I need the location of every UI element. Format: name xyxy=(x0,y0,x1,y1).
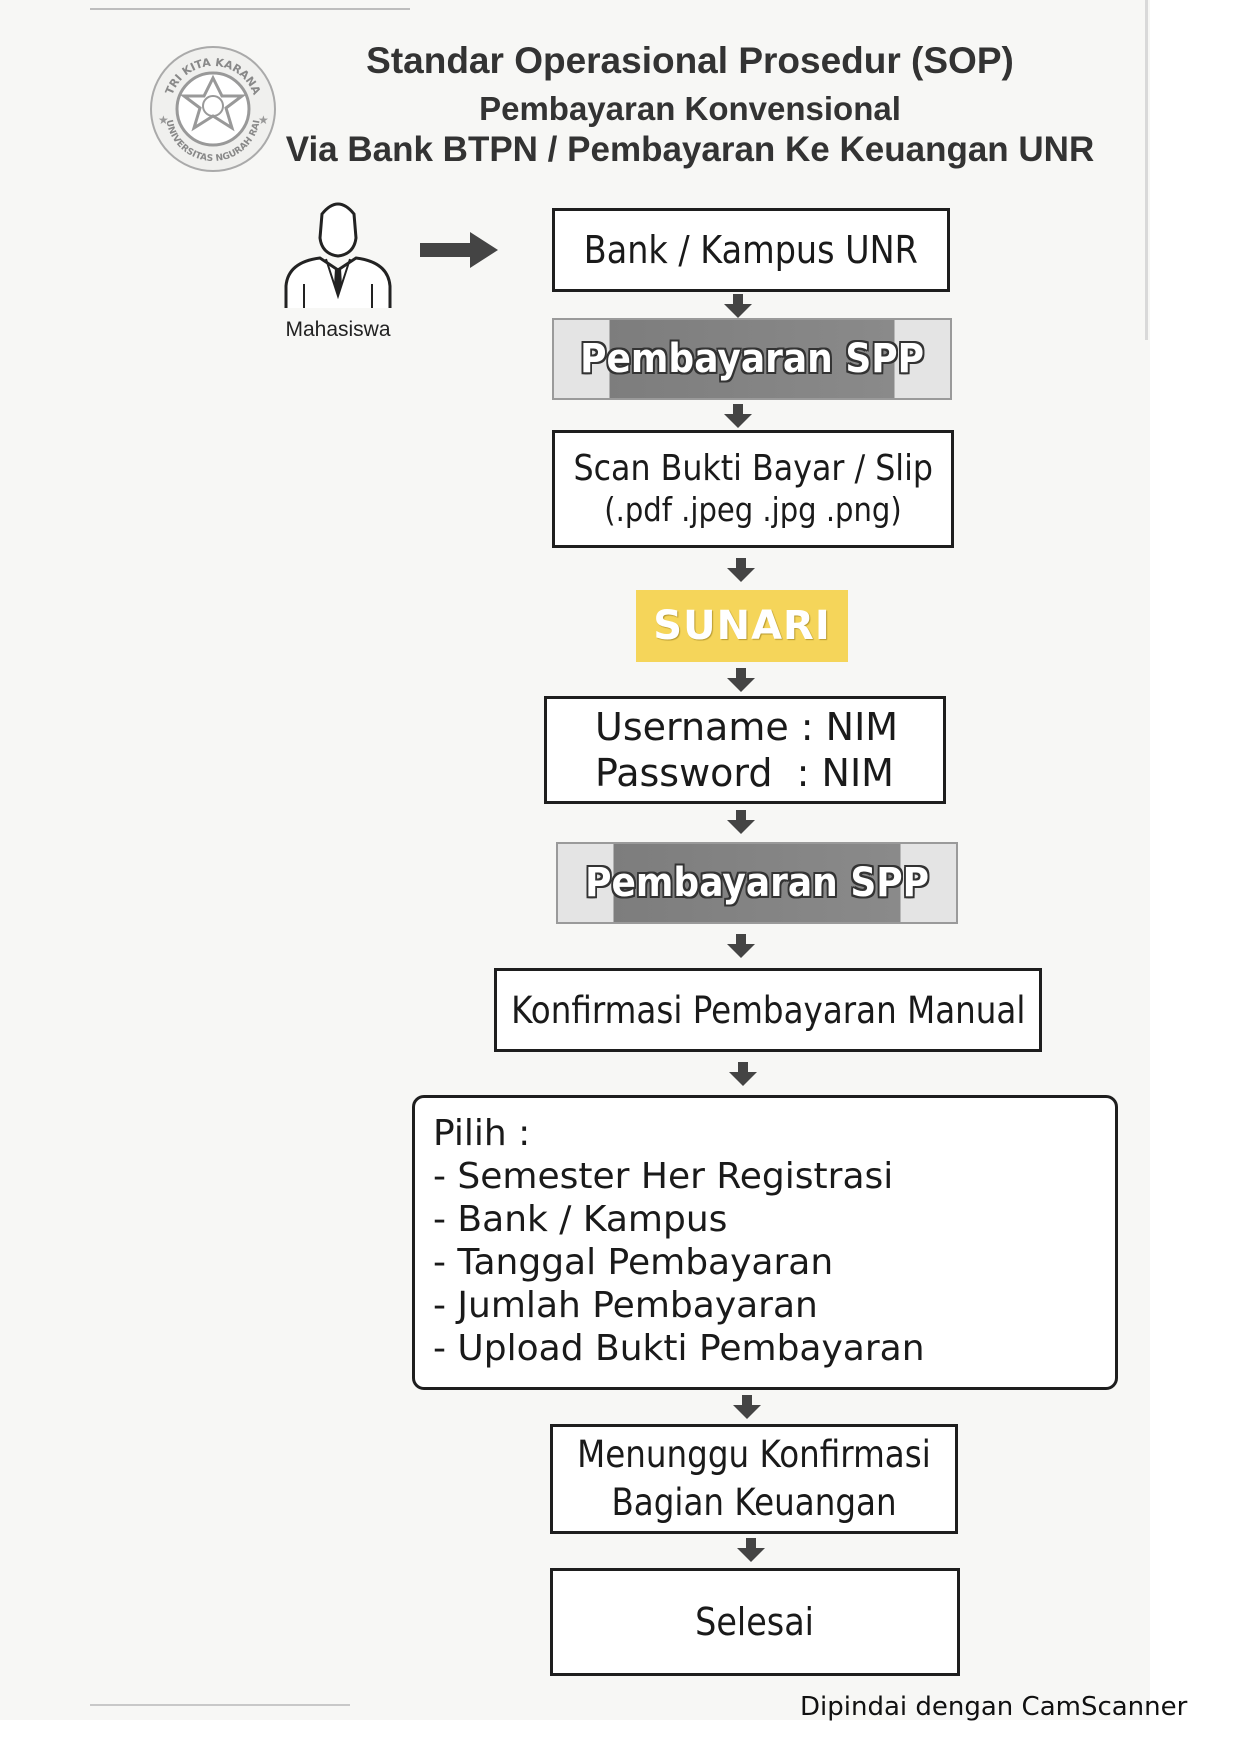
page-subtitle: Pembayaran Konvensional xyxy=(479,90,901,127)
down-arrow-icon xyxy=(727,810,755,834)
down-arrow-icon xyxy=(727,558,755,582)
step-menunggu-line2: Bagian Keuangan xyxy=(611,1481,897,1524)
step-selesai-label: Selesai xyxy=(695,1600,815,1644)
page-subtitle-2: Via Bank BTPN / Pembayaran Ke Keuangan U… xyxy=(285,130,1095,169)
step-pembayaran-spp-1-label: Pembayaran SPP xyxy=(580,336,924,382)
page-title: Standar Operasional Prosedur (SOP) xyxy=(366,40,1014,81)
down-arrow-icon xyxy=(737,1538,765,1562)
step-pembayaran-spp-1: Pembayaran SPP xyxy=(552,318,952,400)
step-scan-line2: (.pdf .jpeg .jpg .png) xyxy=(604,490,902,529)
down-arrow-icon xyxy=(727,668,755,692)
step-menunggu-line1: Menunggu Konfirmasi xyxy=(577,1433,931,1476)
svg-text:★: ★ xyxy=(258,113,269,127)
step-bank-kampus-label: Bank / Kampus UNR xyxy=(583,228,919,272)
step-konfirmasi-label: Konfirmasi Pembayaran Manual xyxy=(510,988,1026,1032)
pilih-item: - Semester Her Registrasi xyxy=(433,1156,894,1197)
down-arrow-icon xyxy=(724,294,752,318)
step-pembayaran-spp-2-label: Pembayaran SPP xyxy=(585,860,929,906)
down-arrow-icon xyxy=(724,404,752,428)
university-seal-icon: TRI KITA KARANA UNIVERSITAS NGURAH RAI ★… xyxy=(150,46,276,172)
person-icon xyxy=(284,202,392,308)
pilih-item: - Bank / Kampus xyxy=(433,1199,728,1240)
pilih-item: - Upload Bukti Pembayaran xyxy=(433,1328,925,1369)
scanner-watermark: Dipindai dengan CamScanner xyxy=(800,1692,1188,1722)
step-menunggu: Menunggu Konfirmasi Bagian Keuangan xyxy=(550,1424,958,1534)
arrow-right-icon xyxy=(420,232,498,268)
right-edge-shadow xyxy=(1145,0,1148,340)
actor-label: Mahasiswa xyxy=(285,318,391,341)
step-konfirmasi: Konfirmasi Pembayaran Manual xyxy=(494,968,1042,1052)
pilih-item: - Jumlah Pembayaran xyxy=(433,1285,818,1326)
step-username-line: Username : NIM xyxy=(595,705,899,749)
bottom-rule xyxy=(90,1704,350,1706)
step-sunari: SUNARI xyxy=(636,590,848,662)
top-rule xyxy=(90,8,410,10)
step-selesai: Selesai xyxy=(550,1568,960,1676)
svg-text:★: ★ xyxy=(158,113,169,127)
step-scan-line1: Scan Bukti Bayar / Slip xyxy=(573,448,933,489)
down-arrow-icon xyxy=(733,1395,761,1419)
pilih-heading: Pilih : xyxy=(433,1113,531,1154)
step-pilih: Pilih : - Semester Her Registrasi - Bank… xyxy=(412,1095,1118,1390)
step-bank-kampus: Bank / Kampus UNR xyxy=(552,208,950,292)
step-scan-bukti: Scan Bukti Bayar / Slip (.pdf .jpeg .jpg… xyxy=(552,430,954,548)
down-arrow-icon xyxy=(729,1062,757,1086)
step-sunari-label: SUNARI xyxy=(653,603,831,649)
step-login: Username : NIM Password : NIM xyxy=(544,696,946,804)
pilih-item: - Tanggal Pembayaran xyxy=(433,1242,834,1283)
step-pembayaran-spp-2: Pembayaran SPP xyxy=(556,842,958,924)
step-password-line: Password : NIM xyxy=(595,751,894,795)
down-arrow-icon xyxy=(727,934,755,958)
